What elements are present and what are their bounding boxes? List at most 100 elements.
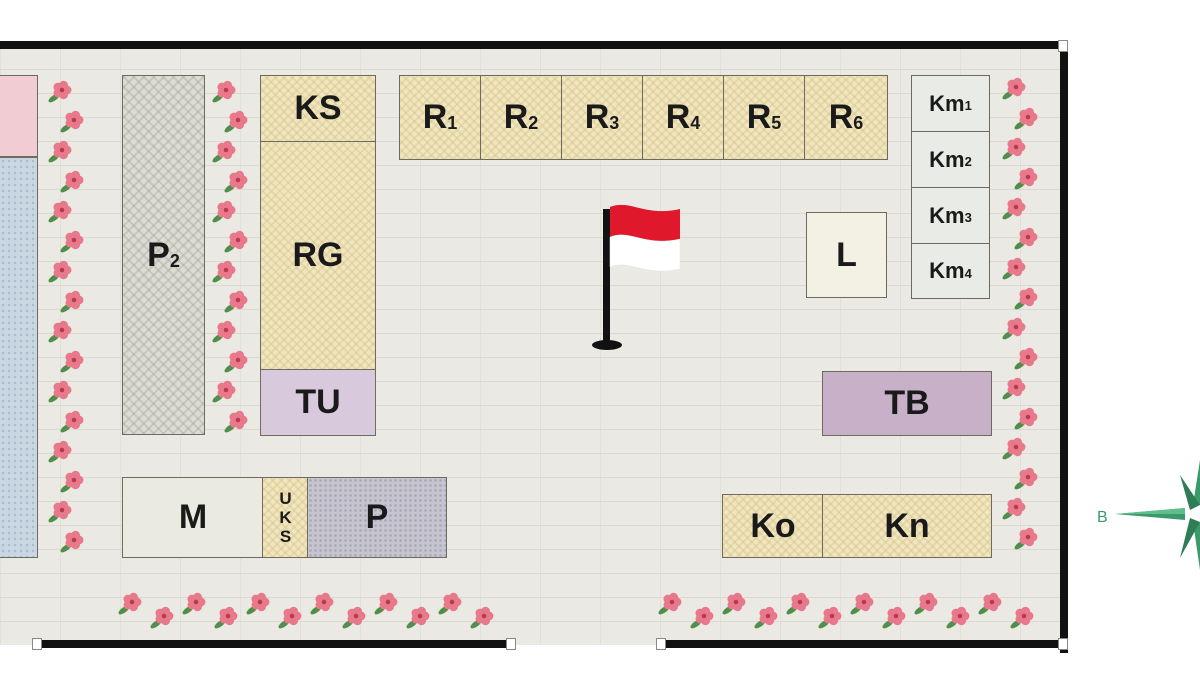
flower-strip-bottom-right	[658, 592, 1034, 629]
flower-icon	[1014, 167, 1038, 190]
building-m: M	[122, 477, 264, 558]
flower-icon	[470, 606, 494, 629]
flower-icon	[212, 200, 236, 223]
building-uks: U K S	[262, 477, 309, 558]
flower-icon	[1014, 287, 1038, 310]
flower-icon	[786, 592, 810, 615]
flower-icon	[1002, 377, 1026, 400]
flower-icon	[1002, 137, 1026, 160]
flower-icon	[224, 110, 248, 133]
flower-icon	[60, 350, 84, 373]
flower-icon	[438, 592, 462, 615]
flower-icon	[722, 592, 746, 615]
building-p: P	[307, 477, 447, 558]
flower-icon	[48, 500, 72, 523]
flower-icon	[1002, 497, 1026, 520]
fence-post	[32, 638, 42, 650]
building-l: L	[806, 212, 887, 298]
flower-icon	[690, 606, 714, 629]
flower-icon	[1002, 317, 1026, 340]
building-tu: TU	[260, 369, 376, 436]
flower-strip-left-2	[212, 80, 248, 433]
fence-post	[656, 638, 666, 650]
flower-icon	[1002, 257, 1026, 280]
flower-icon	[374, 592, 398, 615]
flower-icon	[48, 260, 72, 283]
building-ko: Ko	[722, 494, 824, 558]
flower-icon	[850, 592, 874, 615]
flower-icon	[224, 170, 248, 193]
compass-star-icon	[1115, 460, 1200, 570]
flower-icon	[60, 530, 84, 553]
flower-icon	[60, 410, 84, 433]
flower-icon	[1014, 347, 1038, 370]
flower-icon	[212, 320, 236, 343]
flower-icon	[60, 230, 84, 253]
flower-icon	[224, 290, 248, 313]
fence-post	[1058, 638, 1068, 650]
flower-icon	[1014, 407, 1038, 430]
flower-icon	[406, 606, 430, 629]
flower-icon	[278, 606, 302, 629]
fence-top	[0, 41, 1068, 49]
flower-icon	[224, 410, 248, 433]
building-kn: Kn	[822, 494, 992, 558]
flower-icon	[1014, 527, 1038, 550]
flower-icon	[224, 350, 248, 373]
compass-rose: B	[1097, 460, 1200, 570]
flower-icon	[978, 592, 1002, 615]
flag-white-stripe	[609, 234, 681, 272]
left-building-blue	[0, 157, 38, 558]
flower-icon	[48, 380, 72, 403]
flower-icon	[658, 592, 682, 615]
flower-strip-bottom-left	[118, 592, 494, 629]
flower-icon	[212, 140, 236, 163]
flower-icon	[212, 260, 236, 283]
flower-icon	[150, 606, 174, 629]
building-ks: KS	[260, 75, 376, 142]
left-building-pink	[0, 75, 38, 157]
flower-icon	[818, 606, 842, 629]
flower-icon	[246, 592, 270, 615]
flower-icon	[1014, 107, 1038, 130]
flower-icon	[1002, 77, 1026, 100]
flower-icon	[212, 380, 236, 403]
flower-strip-right	[1002, 77, 1038, 550]
flag-icon	[592, 204, 681, 350]
flower-icon	[1002, 437, 1026, 460]
flower-icon	[946, 606, 970, 629]
fence-post	[1058, 40, 1068, 52]
flower-icon	[182, 592, 206, 615]
flower-icon	[60, 110, 84, 133]
flower-icon	[914, 592, 938, 615]
flower-icon	[48, 140, 72, 163]
flower-icon	[214, 606, 238, 629]
flower-icon	[1014, 227, 1038, 250]
flower-icon	[48, 440, 72, 463]
flower-icon	[342, 606, 366, 629]
fence-post	[506, 638, 516, 650]
flower-icon	[1002, 197, 1026, 220]
fence-bottom-left	[35, 640, 513, 648]
flower-icon	[212, 80, 236, 103]
flower-icon	[118, 592, 142, 615]
flower-icon	[60, 470, 84, 493]
flower-icon	[60, 170, 84, 193]
flower-icon	[882, 606, 906, 629]
building-tb: TB	[822, 371, 992, 436]
flag-pole	[603, 209, 610, 345]
flower-strip-left-1	[48, 80, 84, 553]
flower-icon	[1010, 606, 1034, 629]
flower-icon	[754, 606, 778, 629]
